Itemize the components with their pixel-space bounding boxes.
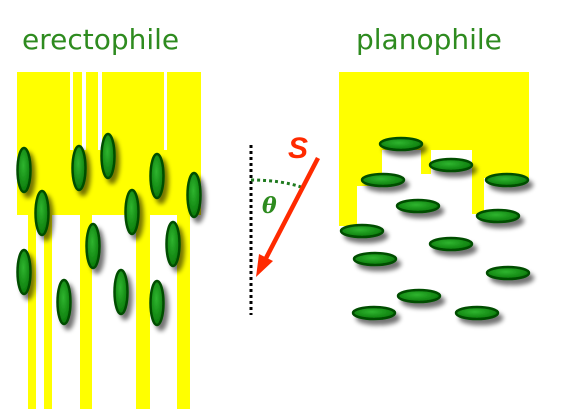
sun-angle-indicator: θ S <box>249 132 320 315</box>
leaf <box>100 132 116 180</box>
leaf <box>124 188 140 236</box>
leaf <box>149 152 165 200</box>
sun-arrow-shaft <box>262 156 320 264</box>
sun-arrow-head <box>256 254 273 277</box>
leaf <box>16 146 32 194</box>
leaf <box>339 223 385 239</box>
theta-symbol: θ <box>262 193 277 219</box>
leaf <box>395 198 441 214</box>
erectophile-canopy <box>16 72 202 409</box>
leaf <box>352 251 398 267</box>
angle-arc <box>250 178 302 189</box>
leaf <box>428 157 474 173</box>
leaf <box>351 305 397 321</box>
leaf <box>428 236 474 252</box>
leaf <box>475 208 521 224</box>
leaf <box>85 222 101 270</box>
erectophile-title: erectophile <box>22 23 179 56</box>
leaf <box>56 278 72 326</box>
planophile-leaves <box>339 136 531 321</box>
erectophile-light-top <box>17 72 201 152</box>
leaf <box>454 305 500 321</box>
planophile-light <box>339 72 529 226</box>
leaf <box>34 189 50 237</box>
leaf <box>149 279 165 327</box>
leaf <box>186 171 202 219</box>
leaf <box>378 136 424 152</box>
erectophile-leaves <box>16 132 202 327</box>
leaf <box>360 172 406 188</box>
leaf <box>396 288 442 304</box>
leaf <box>71 144 87 192</box>
erectophile-light-body <box>17 150 201 409</box>
leaf <box>113 268 129 316</box>
leaf <box>485 265 531 281</box>
leaf <box>165 220 181 268</box>
planophile-title: planophile <box>356 23 502 56</box>
leaf <box>484 172 530 188</box>
planophile-canopy <box>339 72 531 321</box>
sun-label: S <box>288 132 308 165</box>
leaf <box>16 248 32 296</box>
